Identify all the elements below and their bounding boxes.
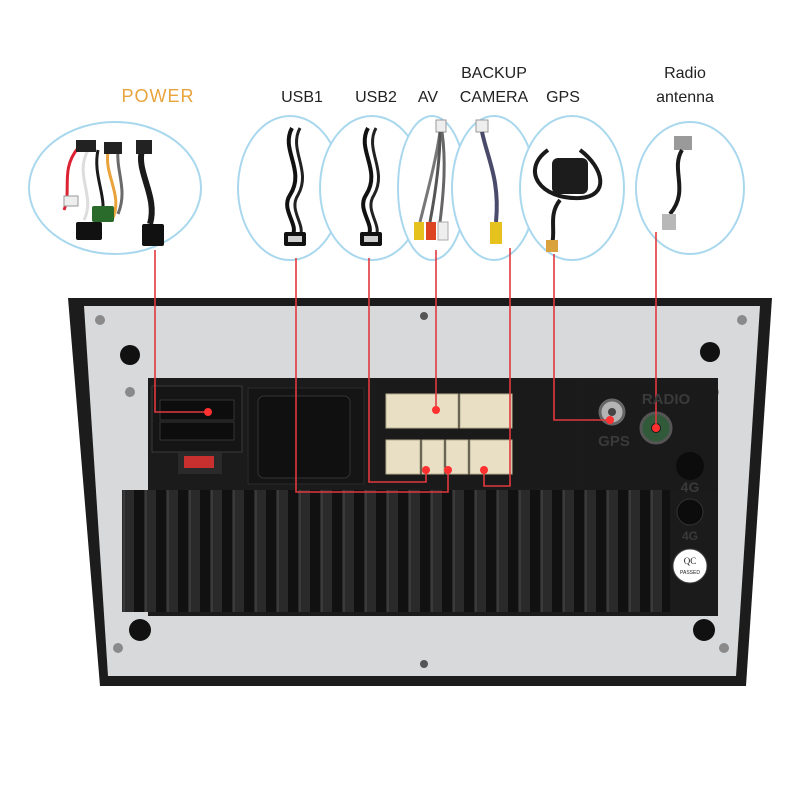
av-cable <box>414 119 449 241</box>
radio-label-line2: antenna <box>656 89 714 106</box>
qc-sticker: QC PASSED <box>672 548 708 584</box>
radio-antenna-label: Radio antenna <box>640 64 730 108</box>
backup-label-line1: BACKUP <box>461 65 527 82</box>
power-harness <box>62 140 164 246</box>
power-label: POWER <box>121 86 195 106</box>
heatsink-fins <box>122 490 670 612</box>
gps-label: GPS <box>546 89 580 106</box>
usb-cables <box>284 127 382 246</box>
port-4g-mark: 4G <box>681 479 700 495</box>
connection-dots <box>204 406 660 474</box>
usb2-label: USB2 <box>355 89 397 106</box>
radio-antenna-cable <box>662 136 692 230</box>
panel-markings: RADIO GPS 4G 4G <box>598 391 699 543</box>
qc-passed-text: PASSED <box>680 570 700 576</box>
port-4g-b-mark: 4G <box>682 529 698 543</box>
cable-bubbles <box>28 115 745 261</box>
backup-label-line2: CAMERA <box>459 89 529 106</box>
antenna-ports <box>584 382 718 526</box>
power-connector <box>151 385 243 474</box>
radio-label-line1: Radio <box>664 65 706 82</box>
leader-lines <box>154 232 657 493</box>
gps-antenna <box>533 148 603 252</box>
av-label: AV <box>417 89 439 106</box>
camera-cable <box>475 119 502 244</box>
av-usb-connectors <box>376 380 576 488</box>
radio-mark: RADIO <box>642 391 691 408</box>
qc-text: QC <box>684 556 697 566</box>
gps-mark: GPS <box>598 433 630 450</box>
backup-camera-label: BACKUP CAMERA <box>448 64 540 108</box>
usb1-label: USB1 <box>281 89 323 106</box>
